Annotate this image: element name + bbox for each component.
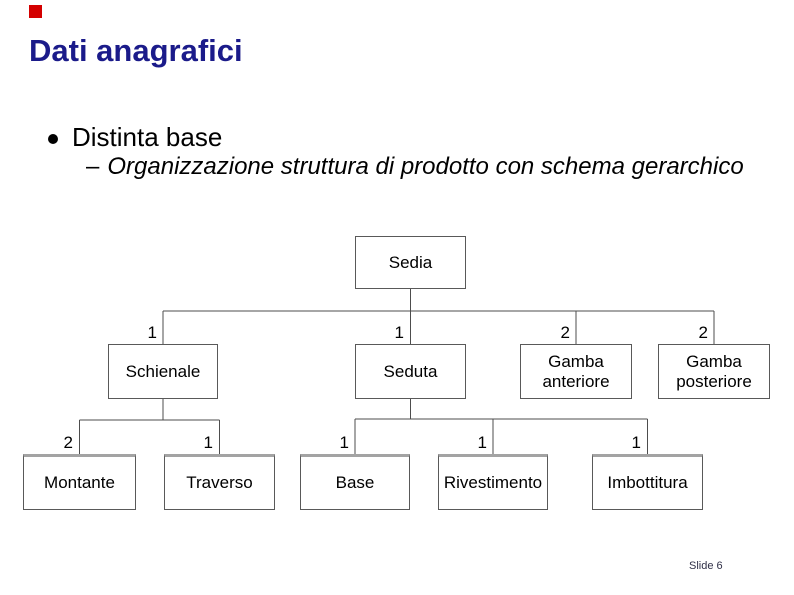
sub-bullet-item: –Organizzazione struttura di prodotto co… [86,153,744,181]
node-sedia-label: Sedia [388,252,433,272]
qty-seduta: 1 [394,323,404,342]
node-gamba-posteriore: Gamba posteriore [658,344,770,399]
node-gamba-posteriore-label: Gamba posteriore [676,351,752,391]
node-traverso-label: Traverso [186,473,253,492]
sub-bullet-dash-icon: – [86,153,100,180]
qty-montante: 2 [63,433,73,452]
node-rivestimento-label: Rivestimento [443,473,543,492]
node-seduta-label: Seduta [383,361,438,381]
node-schienale: Schienale [108,344,218,399]
bullet-dot-icon [48,134,58,144]
slide-number: Slide 6 [689,560,723,572]
node-gamba-anteriore: Gamba anteriore [520,344,632,399]
node-montante-label: Montante [44,473,115,492]
sub-bullet-text: Organizzazione struttura di prodotto con… [107,153,744,180]
qty-rivestimento: 1 [477,433,487,452]
qty-schienale: 1 [147,323,157,342]
slide-title: Dati anagrafici [29,33,243,68]
qty-base: 1 [339,433,349,452]
qty-imbottitura: 1 [631,433,641,452]
node-imbottitura-label: Imbottitura [607,473,688,492]
node-imbottitura: Imbottitura [592,454,703,510]
node-sedia: Sedia [355,236,466,289]
bullet-item: Distinta base [72,122,223,152]
node-seduta: Seduta [355,344,466,399]
node-rivestimento: Rivestimento [438,454,548,510]
red-marker-square [29,5,42,18]
node-schienale-label: Schienale [125,361,201,381]
qty-traverso: 1 [203,433,213,452]
qty-gamba-posteriore: 2 [698,323,708,342]
node-base: Base [300,454,410,510]
node-montante: Montante [23,454,136,510]
node-traverso: Traverso [164,454,275,510]
node-gamba-anteriore-label: Gamba anteriore [542,351,610,391]
qty-gamba-anteriore: 2 [560,323,570,342]
node-base-label: Base [335,473,375,492]
